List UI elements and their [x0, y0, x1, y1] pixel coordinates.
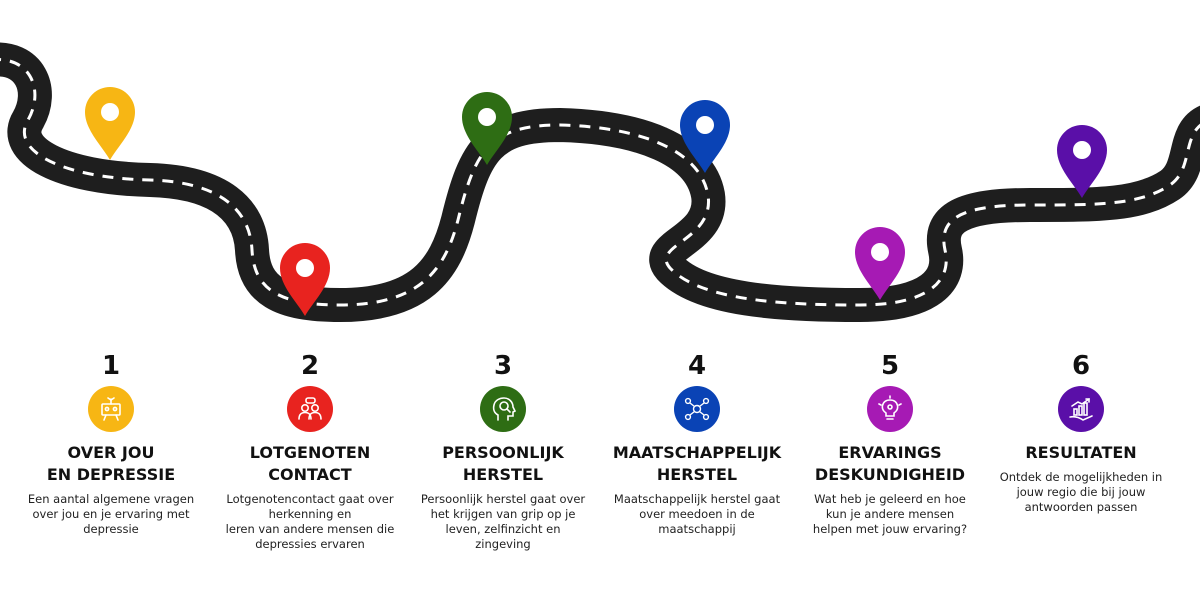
step-number: 6	[1071, 351, 1091, 381]
step-title: ERVARINGS DESKUNDIGHEID	[814, 443, 966, 484]
presentation-icon	[101, 397, 121, 421]
map-pin-2-icon	[280, 243, 330, 316]
map-pin-3-icon	[462, 92, 512, 165]
network-people-icon	[684, 397, 710, 421]
map-pin-6-icon	[1057, 125, 1107, 198]
step-3: 3 PERSOONLIJK HERSTEL Persoonlijk herste…	[408, 350, 598, 552]
step-1: 1 OVER JOU EN DEPRESSIE Een aantal algem…	[16, 350, 206, 537]
step-number: 5	[880, 351, 900, 381]
step-icon-circle	[867, 386, 913, 432]
step-icon-circle	[88, 386, 134, 432]
step-number: 1	[101, 351, 121, 381]
step-description: Wat heb je geleerd en hoe kun je andere …	[812, 492, 968, 536]
map-pin-1-icon	[85, 87, 135, 160]
step-description: Persoonlijk herstel gaat over het krijge…	[420, 492, 586, 551]
step-5: 5 ERVARINGS DESKUNDIGHEID Wat heb je gel…	[795, 350, 985, 537]
step-description: Een aantal algemene vragen over jou en j…	[27, 492, 195, 536]
step-description: Lotgenotencontact gaat over herkenning e…	[225, 492, 395, 551]
step-icon-circle	[287, 386, 333, 432]
lightbulb-icon	[878, 395, 902, 420]
step-number: 3	[493, 351, 513, 381]
step-title: OVER JOU EN DEPRESSIE	[46, 443, 176, 484]
step-6: 6 RESULTATEN Ontdek de mogelijkheden in …	[986, 350, 1176, 515]
step-4: 4 MAATSCHAPPELIJK HERSTEL Maatschappelij…	[602, 350, 792, 537]
step-icon-circle	[1058, 386, 1104, 432]
step-icon-circle	[674, 386, 720, 432]
people-talking-icon	[298, 397, 322, 420]
head-search-icon	[492, 397, 517, 421]
growth-chart-icon	[1069, 398, 1093, 421]
step-title: PERSOONLIJK HERSTEL	[442, 443, 564, 484]
step-number: 2	[300, 351, 320, 381]
step-icon-circle	[480, 386, 526, 432]
step-title: RESULTATEN	[1025, 443, 1137, 462]
step-title: MAATSCHAPPELIJK HERSTEL	[612, 443, 782, 484]
road-center-line	[0, 58, 1200, 307]
road-asphalt	[0, 42, 1200, 322]
map-pin-5-icon	[855, 227, 905, 300]
map-pin-4-icon	[680, 100, 730, 173]
winding-road	[0, 42, 1200, 322]
step-number: 4	[687, 351, 707, 381]
step-title: LOTGENOTEN CONTACT	[249, 443, 371, 484]
step-description: Maatschappelijk herstel gaat over meedoe…	[613, 492, 781, 536]
step-description: Ontdek de mogelijkheden in jouw regio di…	[999, 470, 1163, 514]
step-2: 2 LOTGENOTEN CONTACT Lotgenotencontact g…	[215, 350, 405, 552]
